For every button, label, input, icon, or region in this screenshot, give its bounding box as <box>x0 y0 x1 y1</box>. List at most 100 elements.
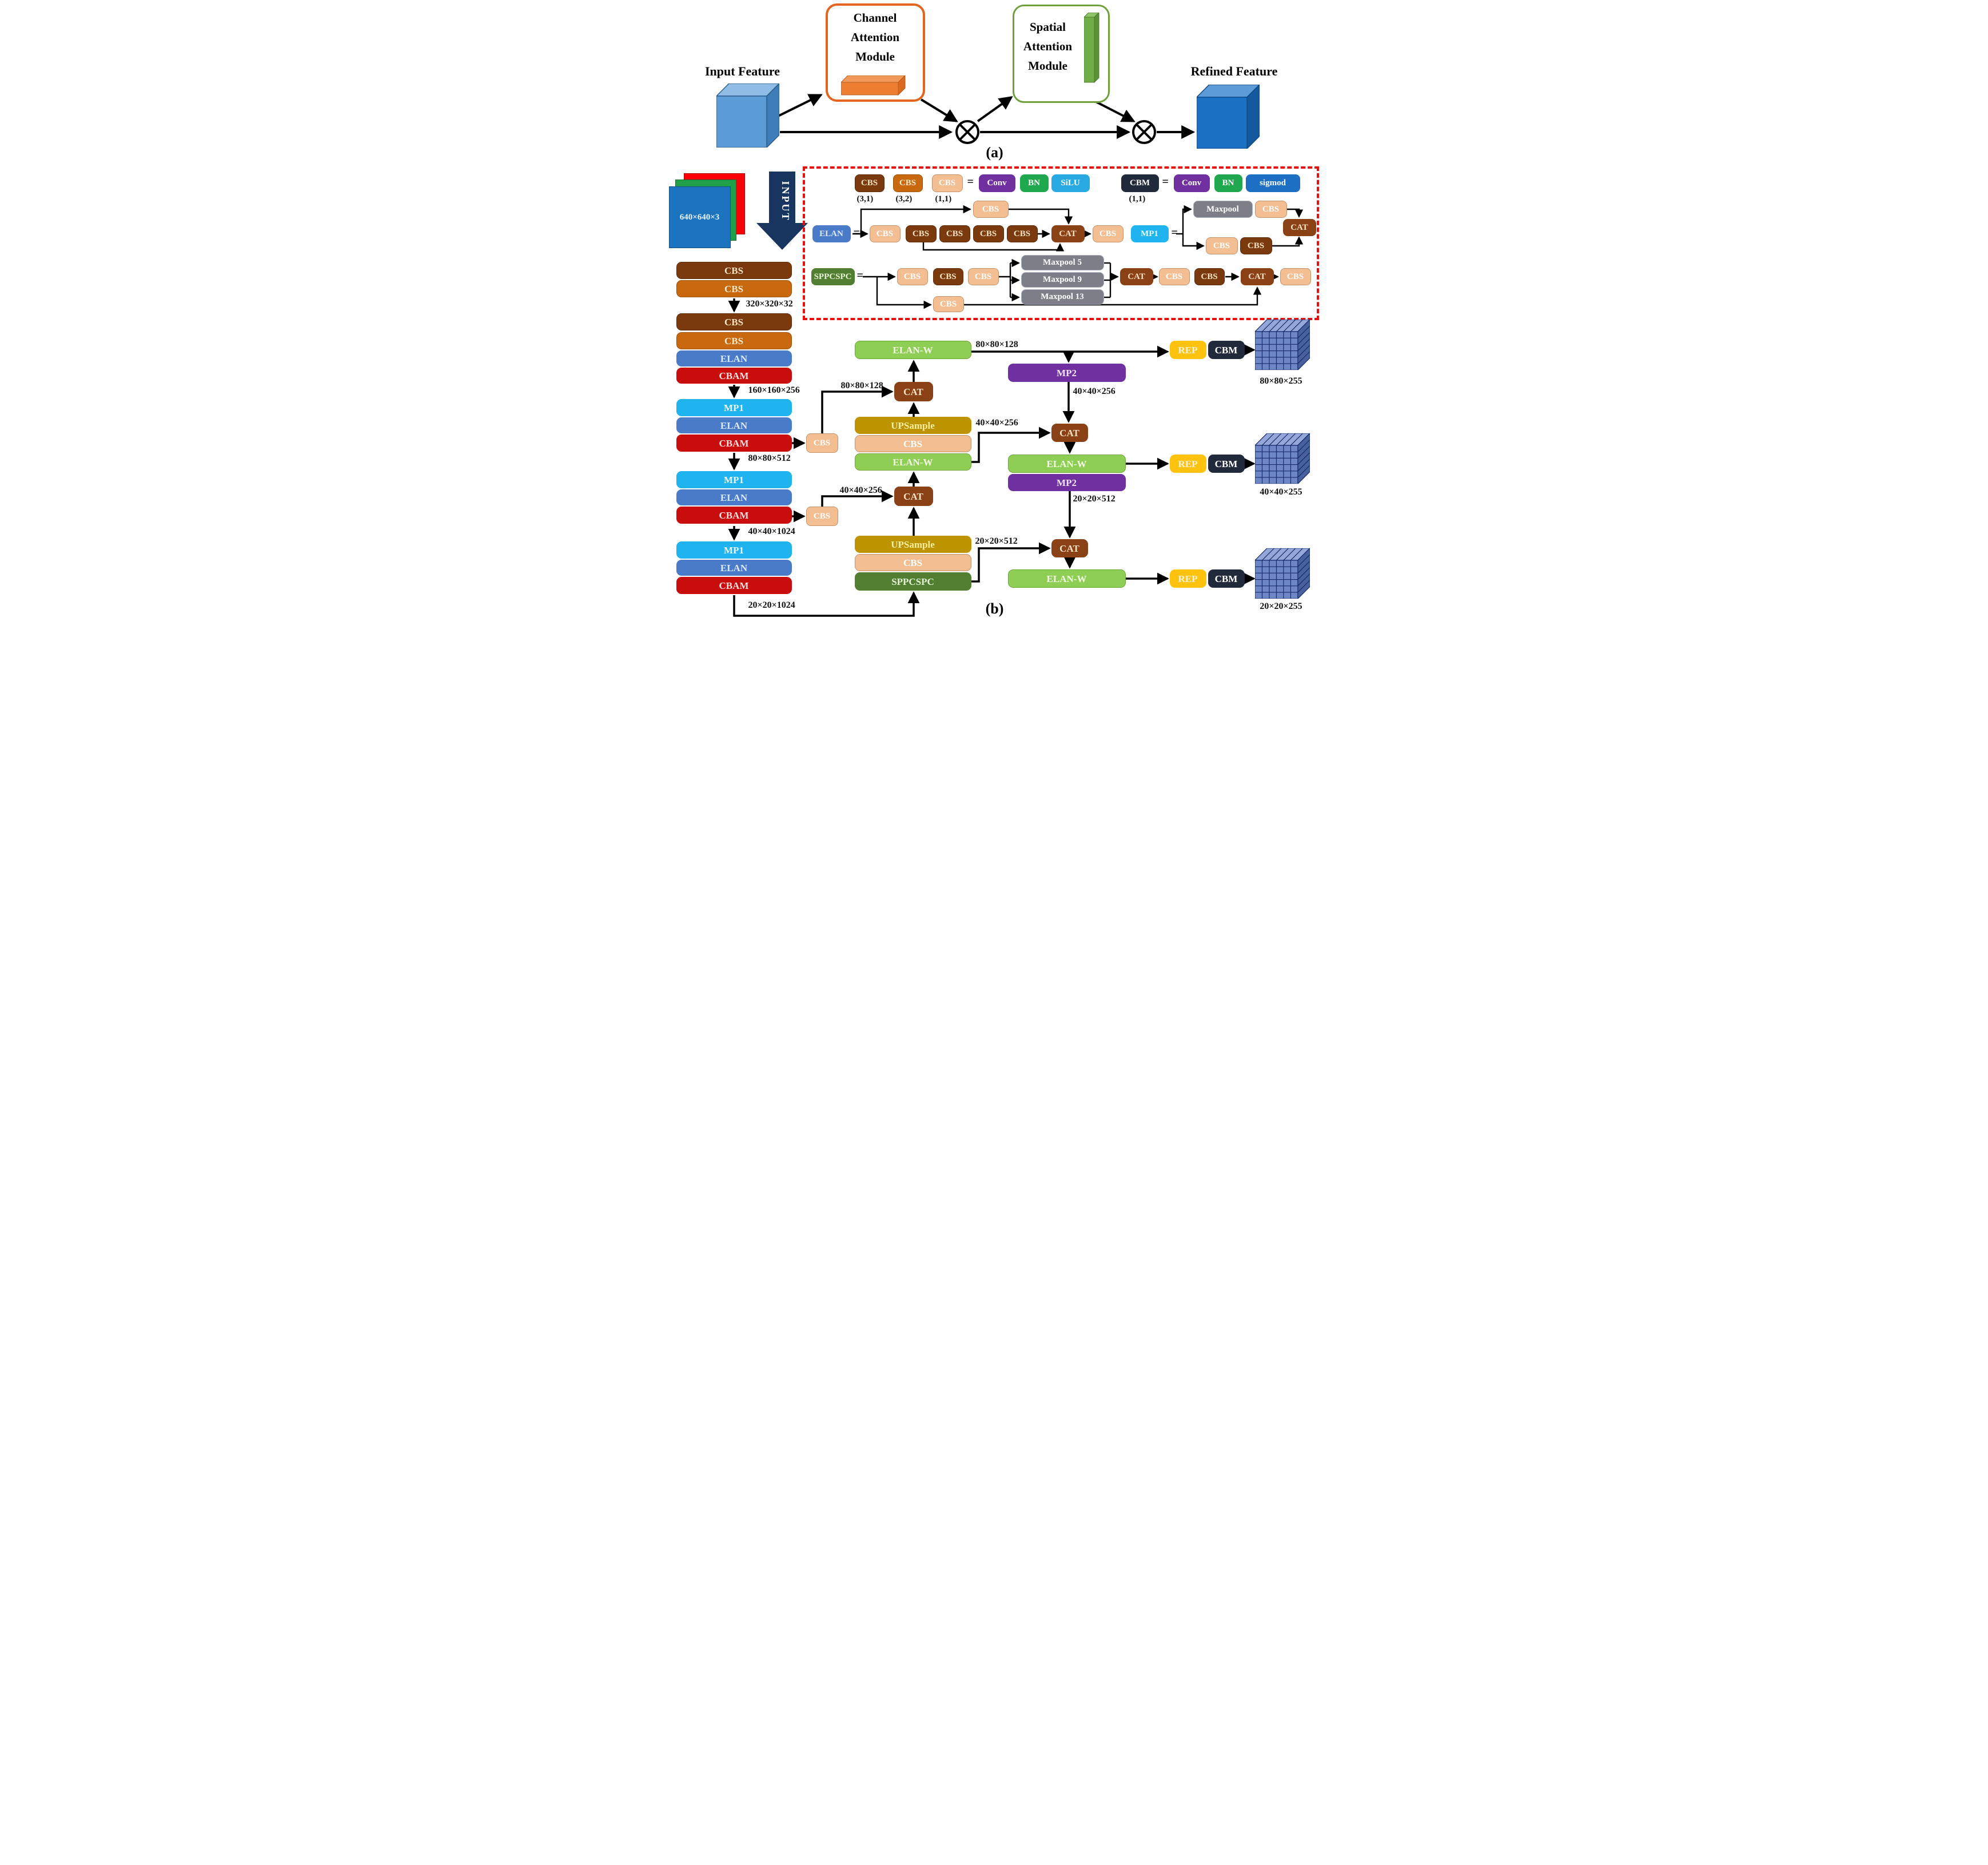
legend-equals-4: = <box>1171 226 1178 239</box>
spp-def-cat-2: CAT <box>1240 268 1274 285</box>
elan-def-cbs-5: CBS <box>1006 225 1038 242</box>
cam-line-3: Module <box>855 50 895 63</box>
legend-bn: BN <box>1019 174 1049 192</box>
panel-a-caption: (a) <box>986 144 1003 161</box>
legend-equals-3: = <box>853 226 860 239</box>
input-image-dims-label: 640×640×3 <box>679 212 720 222</box>
spp-def-maxpool13: Maxpool 13 <box>1021 289 1104 305</box>
legend-equals-2: = <box>1162 176 1169 188</box>
mp1-def-cbs-top: CBS <box>1254 201 1287 218</box>
dim-160: 160×160×256 <box>748 385 800 395</box>
backbone-cbs-4: CBS <box>676 332 792 349</box>
dim-40-256-tap: 40×40×256 <box>839 485 882 495</box>
input-feature-cube <box>716 83 779 148</box>
legend-conv: Conv <box>978 174 1015 192</box>
legend-cbm: CBM <box>1121 174 1159 192</box>
head-rep-3: REP <box>1169 569 1206 588</box>
dim-20-1024: 20×20×1024 <box>748 600 795 610</box>
legend-conv-2: Conv <box>1173 174 1210 192</box>
refined-feature-cube <box>1197 85 1260 149</box>
head-mp2-2: MP2 <box>1007 474 1126 491</box>
refined-feature-label: Refined Feature <box>1190 64 1278 78</box>
head-cbm-3: CBM <box>1208 569 1245 588</box>
backbone-mp1-2: MP1 <box>676 471 792 488</box>
backbone-cbam-3: CBAM <box>676 507 792 524</box>
kernel-31-label: (3,1) <box>856 194 874 204</box>
backbone-cbs-1: CBS <box>676 262 792 279</box>
neck-cat-2: CAT <box>894 487 933 506</box>
neck-side-cbs-2: CBS <box>806 507 838 526</box>
elan-def-cbs-1: CBS <box>869 225 901 242</box>
dim-out-40: 40×40×255 <box>1260 487 1302 497</box>
spp-def-cbs-6: CBS <box>1280 268 1311 285</box>
spp-def-maxpool5: Maxpool 5 <box>1021 255 1104 270</box>
dim-40-1024: 40×40×1024 <box>748 527 795 536</box>
dim-40-256-down: 40×40×256 <box>1073 386 1115 396</box>
spp-def-cbs-1: CBS <box>897 268 928 285</box>
spp-def-cbs-5: CBS <box>1194 268 1225 285</box>
backbone-cbs-2: CBS <box>676 280 792 297</box>
backbone-cbs-3: CBS <box>676 313 792 330</box>
sam-line-2: Attention <box>1023 39 1073 53</box>
spatial-attention-slab-icon <box>1083 13 1099 83</box>
kernel-11-label: (1,1) <box>935 194 952 204</box>
sam-line-1: Spatial <box>1029 20 1066 34</box>
elan-def-cat: CAT <box>1051 225 1085 242</box>
backbone-mp1-1: MP1 <box>676 399 792 416</box>
output-cube-20 <box>1255 548 1310 599</box>
spp-def-maxpool9: Maxpool 9 <box>1021 272 1104 288</box>
head-cbm-2: CBM <box>1208 455 1245 473</box>
backbone-cbam-2: CBAM <box>676 435 792 452</box>
backbone-elan-1: ELAN <box>676 350 792 366</box>
input-block-arrow: INPUT <box>756 172 808 250</box>
input-feature-label: Input Feature <box>705 64 780 78</box>
spp-def-cbs-bypass: CBS <box>933 296 964 312</box>
legend-bn-2: BN <box>1214 174 1242 192</box>
kernel-11-cbm-label: (1,1) <box>1129 194 1146 204</box>
output-cube-40 <box>1255 433 1310 484</box>
dim-20-512-down: 20×20×512 <box>1073 494 1115 504</box>
spp-def-cbs-4: CBS <box>1158 268 1190 285</box>
backbone-cbam-4: CBAM <box>676 577 792 594</box>
legend-equals-5: = <box>856 269 863 282</box>
dim-20-512-elbow: 20×20×512 <box>975 536 1018 546</box>
elan-def-cbs-3: CBS <box>939 225 970 242</box>
backbone-mp1-3: MP1 <box>676 541 792 559</box>
input-image-blue: 640×640×3 <box>668 186 731 248</box>
head-rep-2: REP <box>1169 455 1206 473</box>
dim-80-128-top: 80×80×128 <box>975 340 1018 349</box>
dim-320: 320×320×32 <box>746 299 793 309</box>
neck-sppcspc: SPPCSPC <box>854 572 971 591</box>
elan-def-cbs-2: CBS <box>905 225 937 242</box>
channel-attention-slab-icon <box>840 75 906 96</box>
backbone-elan-3: ELAN <box>676 489 792 505</box>
backbone-cbam-1: CBAM <box>676 368 792 384</box>
neck-cbs-1: CBS <box>854 435 971 452</box>
backbone-elan-2: ELAN <box>676 417 792 433</box>
dim-80-128-tap: 80×80×128 <box>840 381 883 390</box>
mp1-def-cbs-b2: CBS <box>1240 237 1272 254</box>
head-elanw-2: ELAN-W <box>1007 569 1126 588</box>
neck-cbs-2: CBS <box>854 554 971 571</box>
legend-sppcspc: SPPCSPC <box>811 268 855 285</box>
legend-silu: SiLU <box>1051 174 1090 192</box>
cam-line-1: Channel <box>853 11 897 25</box>
neck-side-cbs-1: CBS <box>806 433 838 453</box>
spatial-attention-module-label: Spatial Attention Module <box>1015 17 1081 75</box>
legend-mp1: MP1 <box>1130 225 1169 242</box>
mp1-def-maxpool: Maxpool <box>1193 201 1253 218</box>
cam-line-2: Attention <box>850 30 900 44</box>
neck-elanw-mid: ELAN-W <box>854 453 971 471</box>
sam-line-3: Module <box>1028 59 1067 73</box>
legend-cbs-orange: CBS <box>893 174 923 192</box>
output-cube-80 <box>1255 319 1310 370</box>
head-rep-1: REP <box>1169 341 1206 359</box>
legend-elan: ELAN <box>812 225 851 242</box>
neck-upsample-1: UPSample <box>854 417 971 434</box>
kernel-32-label: (3,2) <box>895 194 913 204</box>
multiply-icon <box>1132 120 1156 144</box>
legend-equals-1: = <box>967 176 974 188</box>
spp-def-cat-1: CAT <box>1120 268 1153 285</box>
head-mp2-1: MP2 <box>1007 364 1126 382</box>
elan-def-cbs-out: CBS <box>1092 225 1124 242</box>
